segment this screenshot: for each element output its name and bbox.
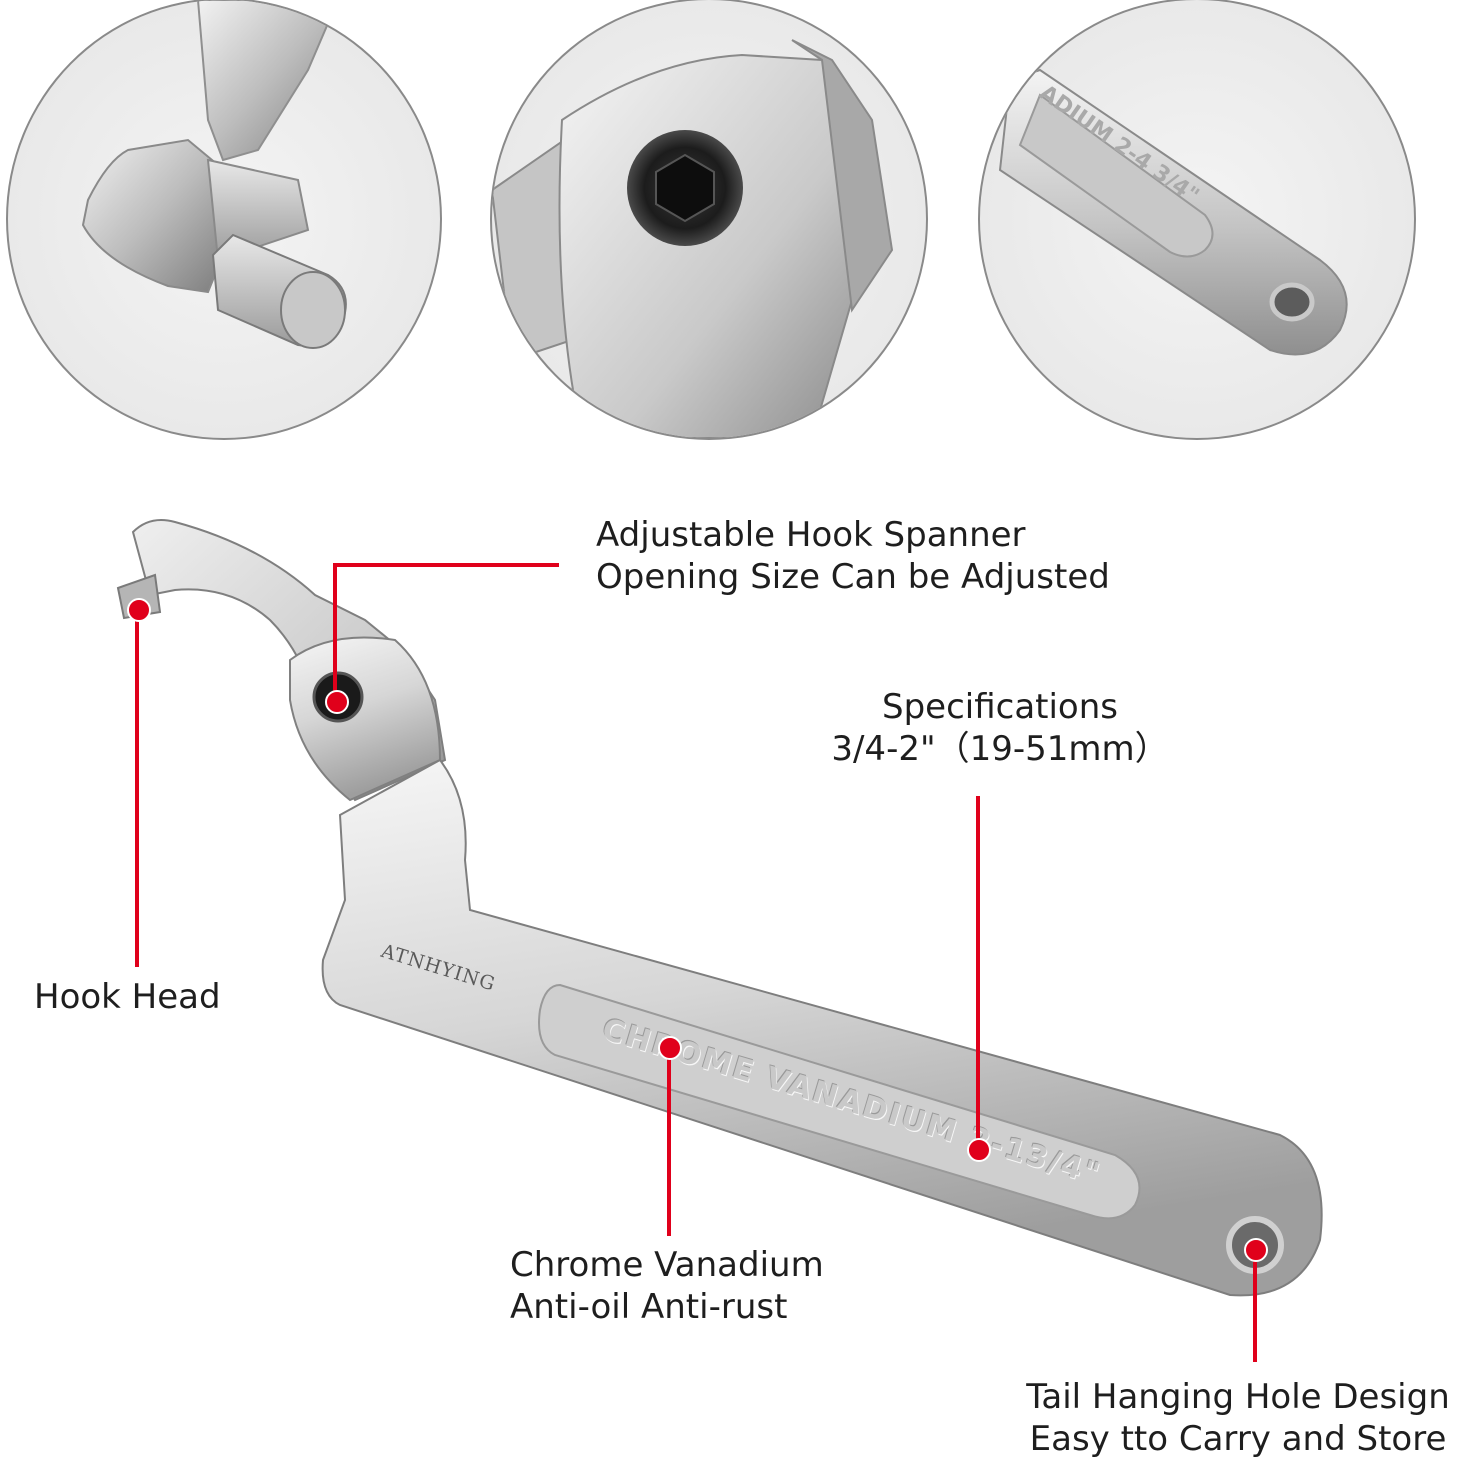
callout-dot-specifications [967,1138,991,1162]
callout-tail: Tail Hanging Hole Design Easy tto Carry … [1018,1376,1458,1460]
callout-dot-hook-head [127,598,151,622]
tail-hole-illustration: ADIUM 2-4 3/4" [998,68,1348,356]
callout-line-adjustable-v [333,563,337,703]
callout-tail-line1: Tail Hanging Hole Design [1026,1377,1450,1417]
callout-adjustable-line2: Opening Size Can be Adjusted [596,557,1110,597]
callout-line-hook-head [135,612,139,967]
callout-specifications-line1: Specifications [881,687,1118,727]
callout-specifications-line2: 3/4-2"（19-51mm） [831,729,1169,769]
callout-dot-adjustable [325,690,349,714]
callout-chrome-line2: Anti-oil Anti-rust [510,1287,788,1327]
callout-line-specifications [976,796,980,1148]
detail-circle-hex-bolt [490,0,928,440]
callout-adjustable: Adjustable Hook Spanner Opening Size Can… [596,514,1110,598]
callout-chrome-line1: Chrome Vanadium [510,1245,824,1285]
callout-line-tail [1253,1250,1257,1362]
callout-line-adjustable-h [333,563,559,567]
callout-dot-chrome [658,1036,682,1060]
callout-chrome: Chrome Vanadium Anti-oil Anti-rust [510,1244,824,1328]
detail-circle-tail-hole: ADIUM 2-4 3/4" [978,0,1416,440]
callout-dot-tail [1244,1238,1268,1262]
callout-adjustable-line1: Adjustable Hook Spanner [596,515,1026,555]
callout-tail-line2: Easy tto Carry and Store [1029,1419,1447,1459]
detail-circle-hook-pin [6,0,442,440]
callout-hook-head-line1: Hook Head [34,977,221,1017]
hex-bolt-illustration [492,39,894,438]
callout-hook-head: Hook Head [34,976,221,1018]
callout-line-chrome [667,1048,671,1236]
callout-specifications: Specifications 3/4-2"（19-51mm） [830,686,1170,770]
hook-pin-illustration [81,0,347,349]
